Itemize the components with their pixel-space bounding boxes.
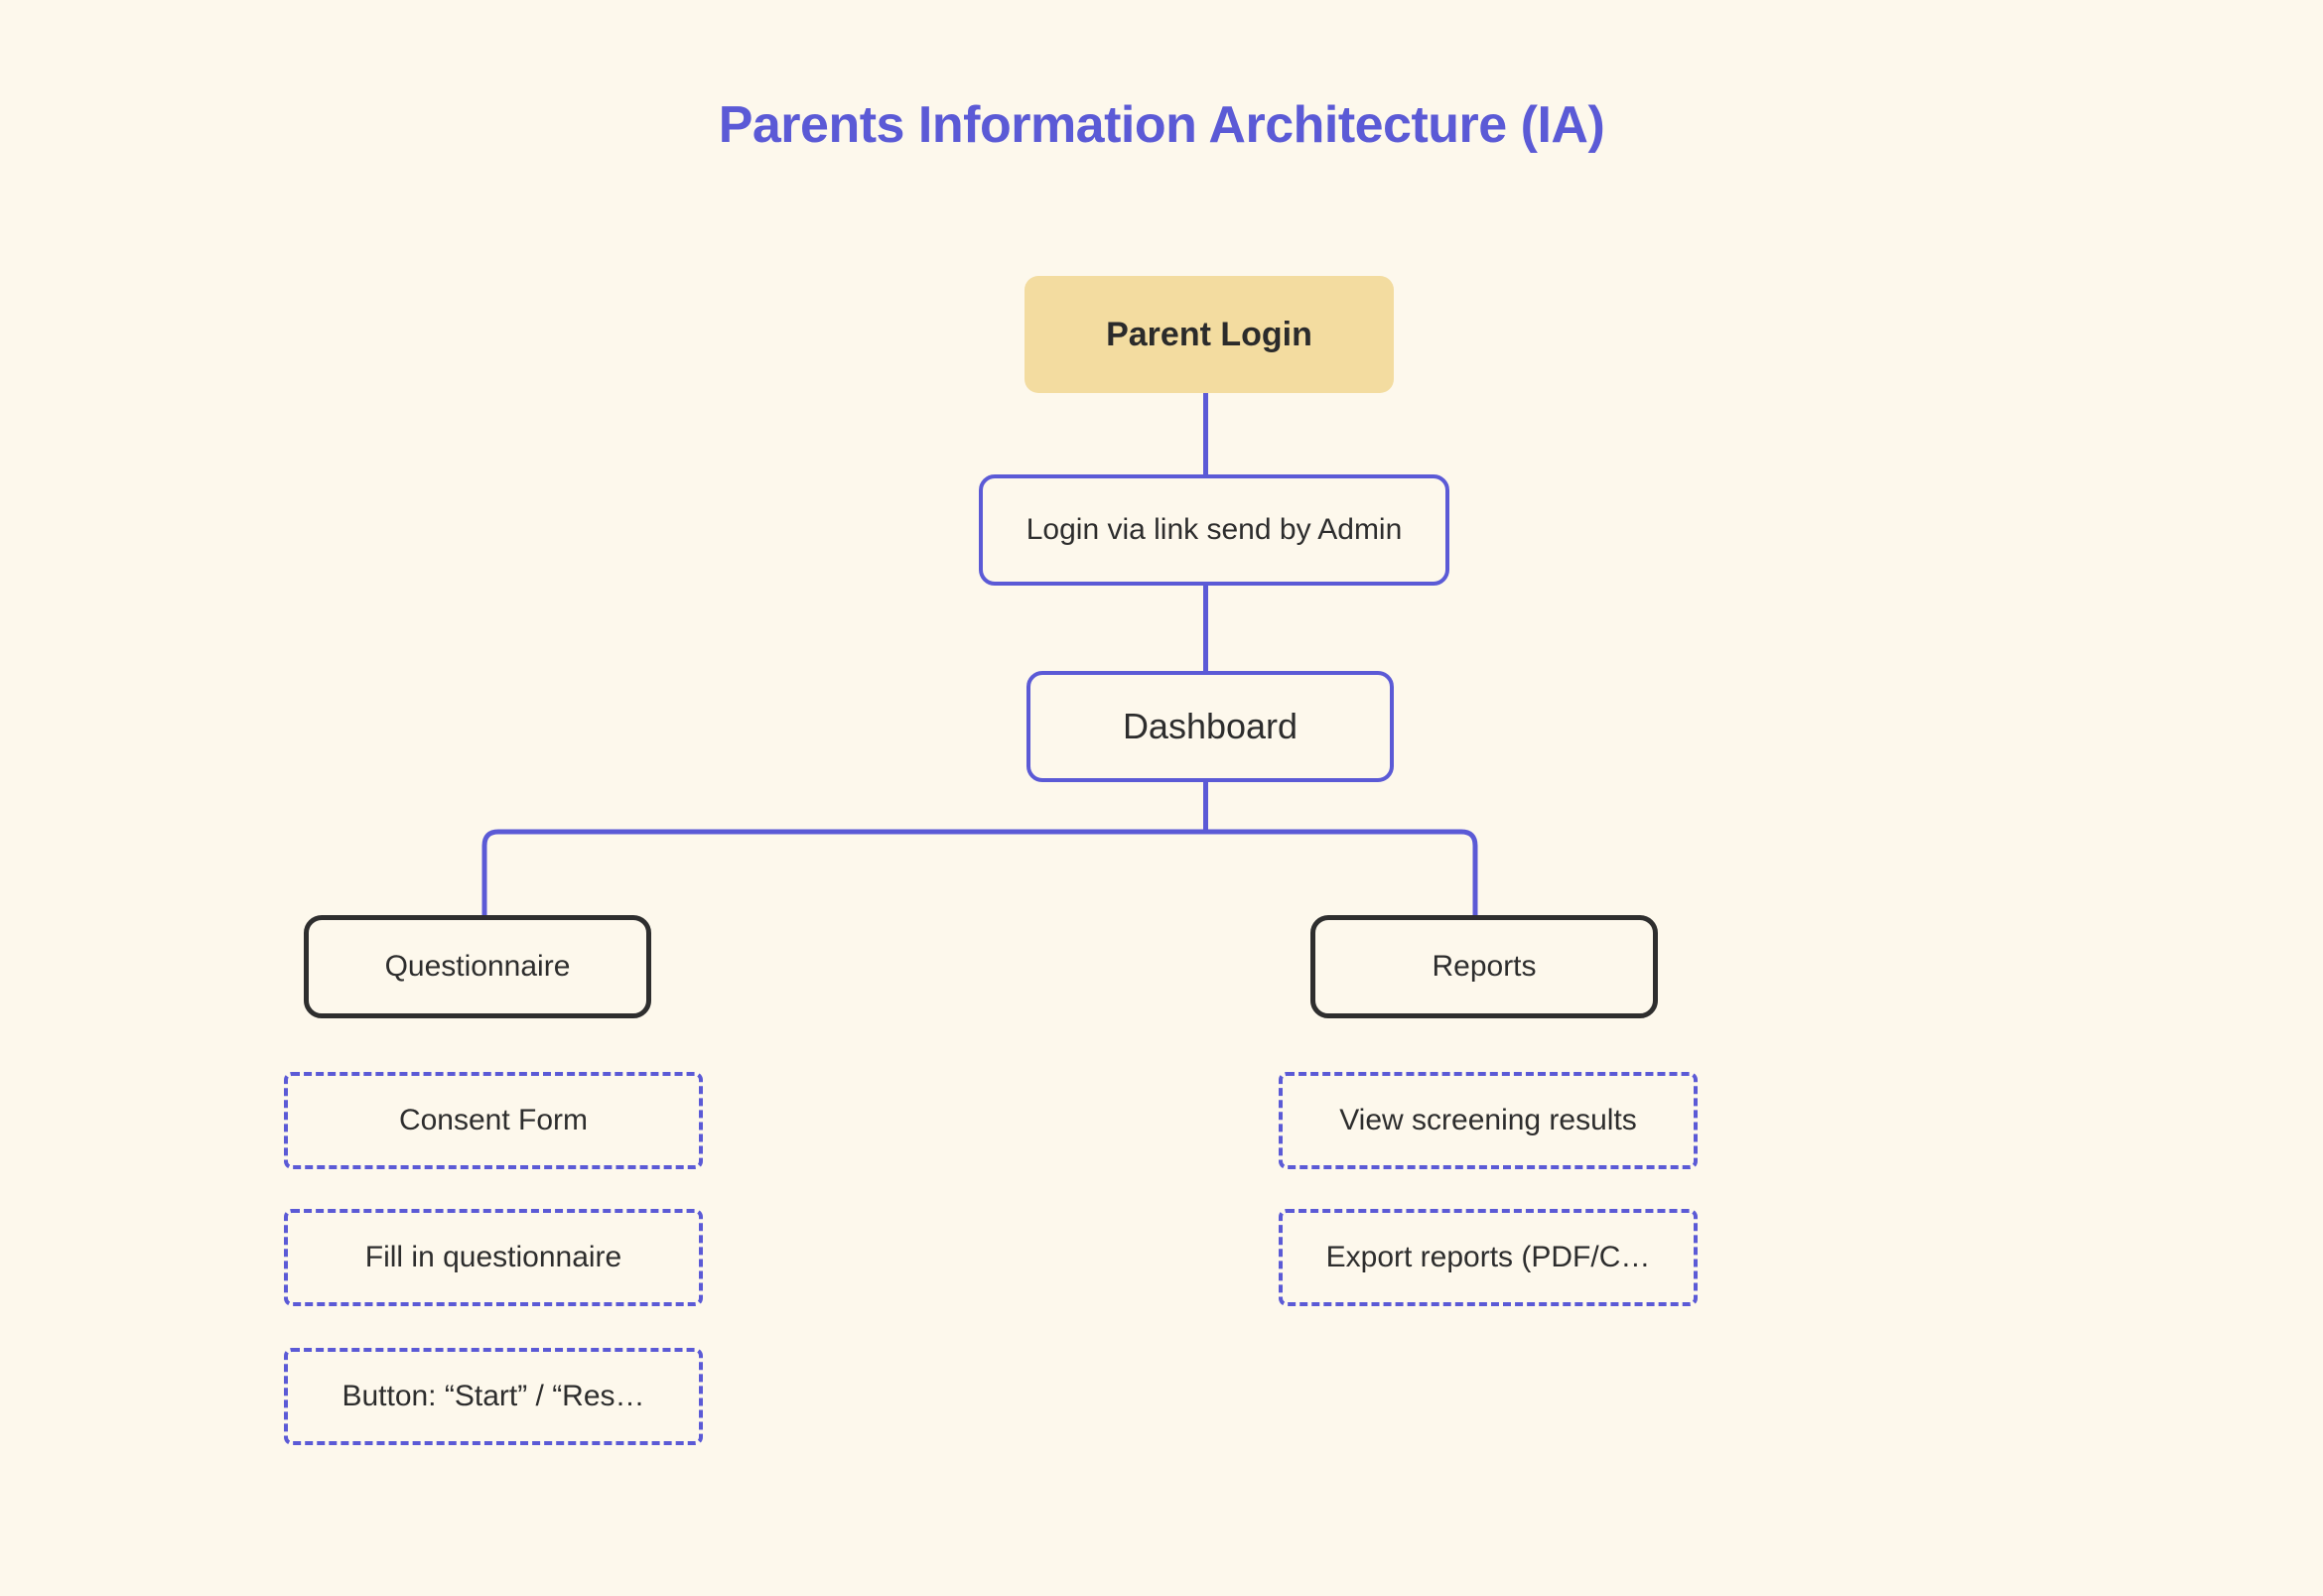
node-view-screening-results-label: View screening results: [1339, 1104, 1637, 1136]
node-dashboard-label: Dashboard: [1122, 706, 1298, 746]
node-dashboard[interactable]: Dashboard: [1026, 671, 1394, 782]
node-export-reports-label: Export reports (PDF/C…: [1325, 1241, 1651, 1273]
node-consent-form-label: Consent Form: [398, 1104, 589, 1136]
node-questionnaire[interactable]: Questionnaire: [304, 915, 651, 1018]
node-login-via-link-label: Login via link send by Admin: [1025, 513, 1403, 546]
node-fill-in-questionnaire[interactable]: Fill in questionnaire: [284, 1209, 703, 1306]
page-title: Parents Information Architecture (IA): [718, 96, 1605, 154]
connector-dashboard-to-branch: [1203, 782, 1208, 834]
node-consent-form[interactable]: Consent Form: [284, 1072, 703, 1169]
node-reports[interactable]: Reports: [1310, 915, 1658, 1018]
node-view-screening-results[interactable]: View screening results: [1279, 1072, 1698, 1169]
node-start-resume-button-label: Button: “Start” / “Res…: [342, 1380, 645, 1412]
node-questionnaire-label: Questionnaire: [384, 950, 571, 983]
connector-root-to-login: [1203, 389, 1208, 476]
node-login-via-link[interactable]: Login via link send by Admin: [979, 474, 1449, 586]
node-parent-login-label: Parent Login: [1106, 315, 1312, 353]
node-parent-login[interactable]: Parent Login: [1025, 276, 1394, 393]
node-start-resume-button[interactable]: Button: “Start” / “Res…: [284, 1348, 703, 1445]
node-reports-label: Reports: [1432, 950, 1537, 983]
node-fill-in-questionnaire-label: Fill in questionnaire: [364, 1241, 622, 1273]
node-export-reports[interactable]: Export reports (PDF/C…: [1279, 1209, 1698, 1306]
connector-login-to-dashboard: [1203, 584, 1208, 673]
